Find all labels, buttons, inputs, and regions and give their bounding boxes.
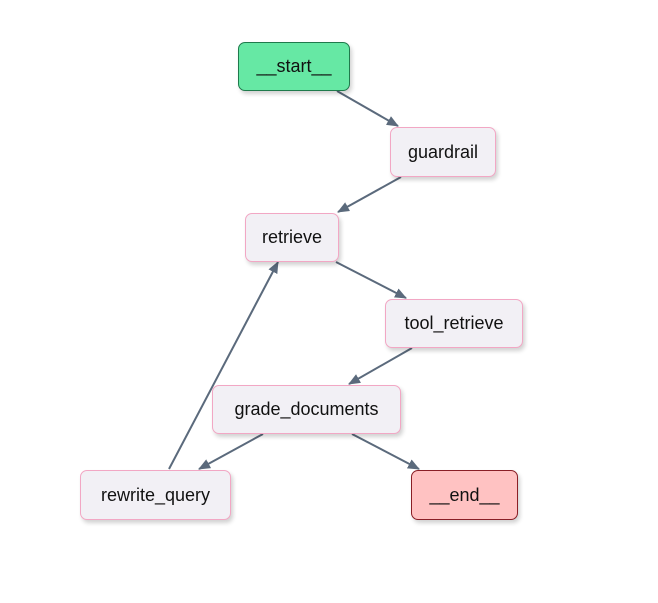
node-grade-documents-label: grade_documents bbox=[234, 399, 379, 419]
edge-start-guardrail bbox=[336, 90, 399, 127]
node-start[interactable]: __start__ bbox=[238, 42, 350, 91]
edge-tool-retrieve-grade-documents bbox=[348, 347, 413, 385]
node-end[interactable]: __end__ bbox=[411, 470, 518, 520]
edge-guardrail-retrieve bbox=[337, 176, 402, 213]
edge-retrieve-tool-retrieve bbox=[335, 261, 407, 299]
node-tool-retrieve[interactable]: tool_retrieve bbox=[385, 299, 523, 348]
edge-grade-documents-rewrite-query bbox=[198, 433, 264, 470]
node-guardrail[interactable]: guardrail bbox=[390, 127, 496, 177]
node-rewrite-query-label: rewrite_query bbox=[100, 484, 211, 505]
node-retrieve-label: retrieve bbox=[261, 227, 323, 247]
node-retrieve[interactable]: retrieve bbox=[245, 213, 339, 262]
node-end-label: __end__ bbox=[429, 484, 500, 505]
edge-rewrite-query-retrieve bbox=[168, 261, 279, 470]
node-tool-retrieve-label: tool_retrieve bbox=[404, 313, 504, 333]
edge-grade-documents-end bbox=[351, 433, 420, 470]
node-grade-documents[interactable]: grade_documents bbox=[212, 385, 401, 434]
node-rewrite-query[interactable]: rewrite_query bbox=[80, 470, 231, 520]
node-start-label: __start__ bbox=[256, 56, 332, 76]
node-guardrail-label: guardrail bbox=[407, 141, 479, 162]
